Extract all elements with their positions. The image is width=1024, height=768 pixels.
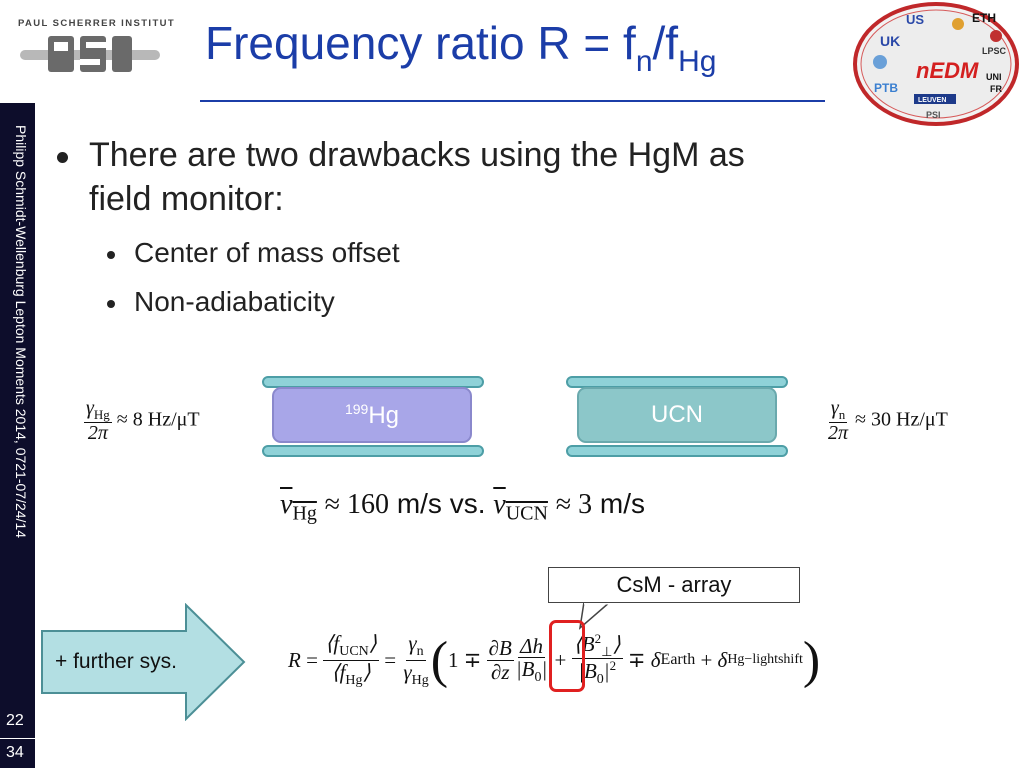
slide-title: Frequency ratio R = fn/fHg [205, 17, 717, 78]
slide-number-divider [0, 738, 35, 739]
psi-logo-icon [20, 36, 160, 72]
hg-mass-number: 199 [344, 400, 369, 417]
bullet-main: There are two drawbacks using the HgM as… [89, 136, 745, 218]
ucn-cell-bottom-electrode [566, 445, 788, 457]
svg-text:LPSC: LPSC [982, 46, 1007, 56]
further-sys-label: + further sys. [55, 650, 177, 673]
collaboration-seal-icon: US ETH UK LPSC nEDM PTB UNI FR LEUVEN PS… [853, 2, 1019, 126]
svg-text:LEUVEN: LEUVEN [918, 97, 946, 104]
svg-text:PSI: PSI [926, 110, 941, 120]
slide-total: 34 [6, 744, 24, 761]
hg-cell-bottom-electrode [262, 445, 484, 457]
ucn-cell-label: UCN [651, 401, 703, 428]
further-sys-arrow-icon [41, 603, 246, 721]
hg-cell: 199Hg [272, 387, 472, 443]
sub-bullet-dot [107, 300, 115, 308]
callout-pointer [578, 601, 613, 630]
svg-text:US: US [906, 12, 924, 27]
psi-logo: PAUL SCHERRER INSTITUT [18, 18, 174, 76]
hg-cell-label: Hg [368, 401, 400, 429]
sub-bullet-1: Center of mass offset [134, 237, 400, 268]
sidebar [0, 103, 35, 768]
velocity-comparison: vHg ≈ 160 m/s vs. vUCN ≈ 3 m/s [280, 488, 645, 525]
sidebar-author-event: Philipp Schmidt-Wellenburg Lepton Moment… [13, 125, 29, 538]
svg-text:ETH: ETH [972, 11, 996, 25]
bullet-dot [57, 152, 68, 163]
svg-text:UNI: UNI [986, 72, 1002, 82]
csm-array-callout: CsM - array [548, 567, 800, 603]
svg-text:UK: UK [880, 33, 900, 49]
slide-number: 22 [6, 712, 24, 729]
svg-text:FR: FR [990, 84, 1002, 94]
sub-bullet-dot [107, 251, 115, 259]
ucn-cell: UCN [577, 387, 777, 443]
nedm-collaboration-logo: US ETH UK LPSC nEDM PTB UNI FR LEUVEN PS… [852, 2, 1020, 127]
institute-name: PAUL SCHERRER INSTITUT [18, 18, 176, 29]
sub-bullet-2: Non-adiabaticity [134, 286, 335, 317]
svg-text:nEDM: nEDM [916, 58, 979, 83]
title-divider [200, 100, 825, 102]
gradient-term-highlight [549, 620, 585, 692]
svg-text:PTB: PTB [874, 81, 898, 95]
